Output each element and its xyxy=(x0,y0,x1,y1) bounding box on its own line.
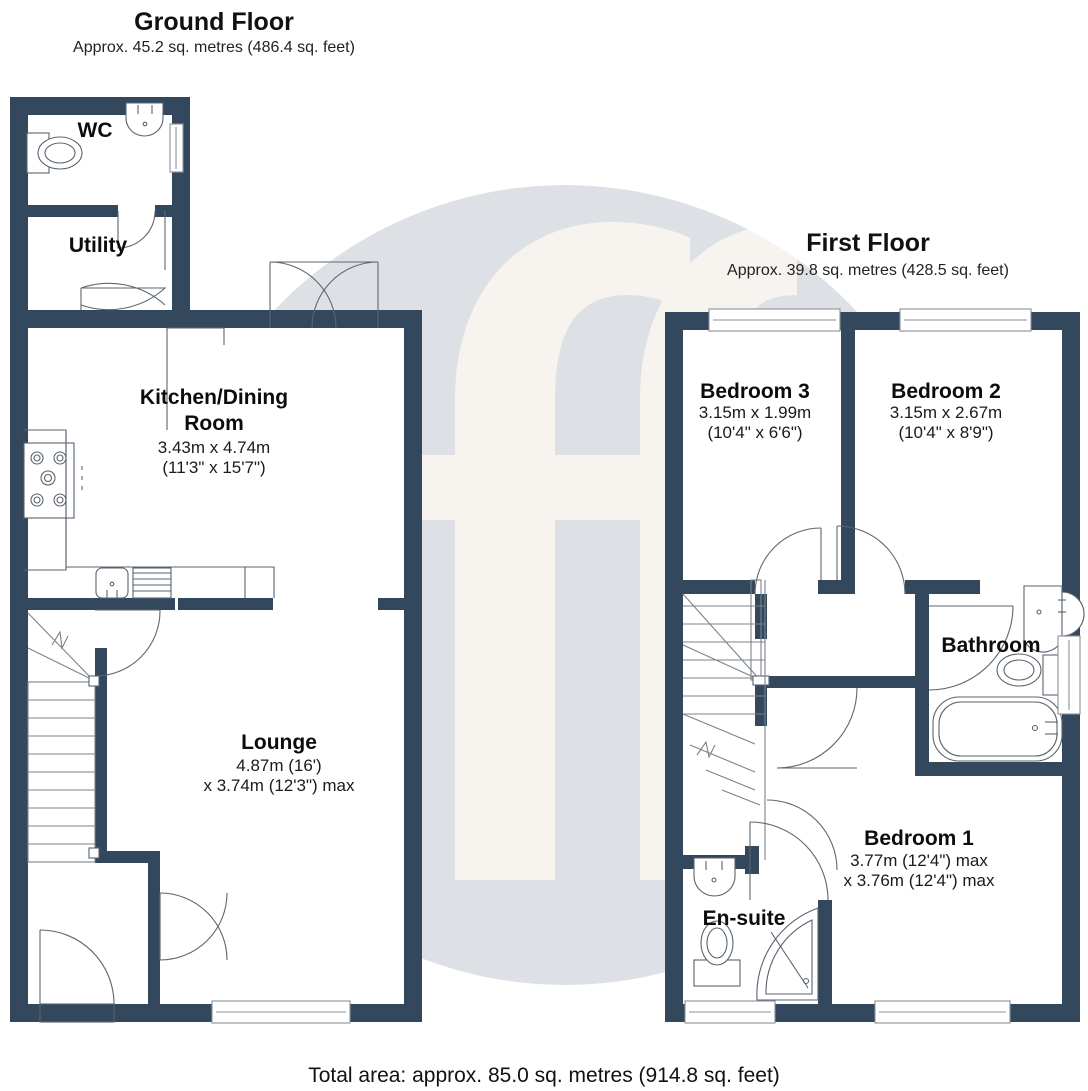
room-dim-bedroom-3-imperial: (10'4" x 6'6") xyxy=(707,423,802,442)
room-dim-bedroom-1-imperial: x 3.76m (12'4") max xyxy=(844,871,995,890)
door-bedroom2 xyxy=(836,525,906,595)
window-ensuite xyxy=(684,1000,776,1024)
window-bedroom2 xyxy=(899,308,1032,332)
first-floor-area: Approx. 39.8 sq. metres (428.5 sq. feet) xyxy=(727,262,1009,279)
room-dim-kitchen-dining-imperial: (11'3" x 15'7") xyxy=(162,458,265,477)
bathroom-window-icon xyxy=(1057,635,1081,715)
bathroom-fixtures xyxy=(932,585,1085,762)
door-utility-swing xyxy=(80,282,167,311)
door-lounge-inner xyxy=(159,892,228,961)
utility-doors xyxy=(80,210,167,311)
room-dim-lounge-metric: 4.87m (16') xyxy=(236,756,321,775)
kitchen-counter-run xyxy=(66,566,275,598)
ground-floor-windows xyxy=(211,1000,351,1024)
ensuite-basin-icon xyxy=(693,857,736,897)
wc-window-icon xyxy=(169,123,184,173)
first-floor-title: First Floor xyxy=(806,229,930,257)
kitchen-counter-left xyxy=(24,429,67,571)
room-dim-bedroom-1-metric: 3.77m (12'4") max xyxy=(850,851,988,870)
wc-basin-icon xyxy=(125,102,164,137)
first-staircase-icon xyxy=(682,579,770,860)
room-label-bedroom-1: Bedroom 1 xyxy=(864,827,974,850)
room-label-utility: Utility xyxy=(69,234,128,257)
room-label-bathroom: Bathroom xyxy=(941,634,1040,657)
ground-floor-plan xyxy=(10,97,422,1024)
door-front-entrance xyxy=(39,929,115,1023)
kitchen-fixtures xyxy=(23,327,275,599)
room-dim-bedroom-2-metric: 3.15m x 2.67m xyxy=(890,403,1002,422)
bathroom-basin-icon xyxy=(1023,585,1085,653)
bathroom-bathtub-icon xyxy=(932,696,1063,762)
room-label-bedroom-3: Bedroom 3 xyxy=(700,380,810,403)
room-dim-kitchen-dining-metric: 3.43m x 4.74m xyxy=(158,438,270,457)
first-floor-windows xyxy=(684,308,1032,1024)
wc-fixtures xyxy=(26,102,184,174)
first-floor-plan xyxy=(665,308,1085,1024)
kitchen-patio-doors xyxy=(269,261,379,329)
door-wc-swing xyxy=(117,210,156,249)
window-lounge-front xyxy=(211,1000,351,1024)
door-bathroom xyxy=(928,605,1014,691)
room-label-bedroom-2: Bedroom 2 xyxy=(891,380,1001,403)
room-dim-lounge-imperial: x 3.74m (12'3") max xyxy=(204,776,355,795)
door-hall-to-lounge xyxy=(94,609,161,677)
ground-floor-room-fills xyxy=(10,97,422,1020)
ensuite-shower-icon xyxy=(756,907,819,1001)
window-bedroom3 xyxy=(708,308,841,332)
room-label-en-suite: En-suite xyxy=(703,907,786,930)
wc-toilet-icon xyxy=(26,132,83,174)
room-dim-bedroom-2-imperial: (10'4" x 8'9") xyxy=(898,423,993,442)
window-bedroom1 xyxy=(874,1000,1011,1024)
ground-staircase-icon xyxy=(27,612,100,863)
door-bedroom1 xyxy=(776,687,858,769)
room-label-kitchen-dining-line1: Kitchen/Dining xyxy=(140,386,288,409)
door-bedroom3 xyxy=(754,527,822,595)
ground-floor-area: Approx. 45.2 sq. metres (486.4 sq. feet) xyxy=(73,39,355,56)
door-ensuite xyxy=(749,821,829,901)
text-layer: Ground Floor Approx. 45.2 sq. metres (48… xyxy=(69,8,1041,1087)
room-dim-bedroom-3-metric: 3.15m x 1.99m xyxy=(699,403,811,422)
ground-floor-title: Ground Floor xyxy=(134,8,294,36)
lounge-doors xyxy=(39,609,228,1023)
room-label-lounge: Lounge xyxy=(241,731,317,754)
kitchen-hob-icon xyxy=(23,442,83,519)
first-floor-doors xyxy=(749,525,1014,901)
kitchen-worktop-divider xyxy=(166,327,225,430)
kitchen-sink-icon xyxy=(95,567,129,599)
ensuite-toilet-icon xyxy=(693,920,741,987)
door-landing-to-bed1 xyxy=(766,799,838,871)
ensuite-fixtures xyxy=(693,857,819,1001)
room-label-kitchen-dining-line2: Room xyxy=(184,412,244,435)
room-label-wc: WC xyxy=(78,119,113,142)
total-area-label: Total area: approx. 85.0 sq. metres (914… xyxy=(308,1064,780,1087)
kitchen-drainer-icon xyxy=(132,567,172,599)
